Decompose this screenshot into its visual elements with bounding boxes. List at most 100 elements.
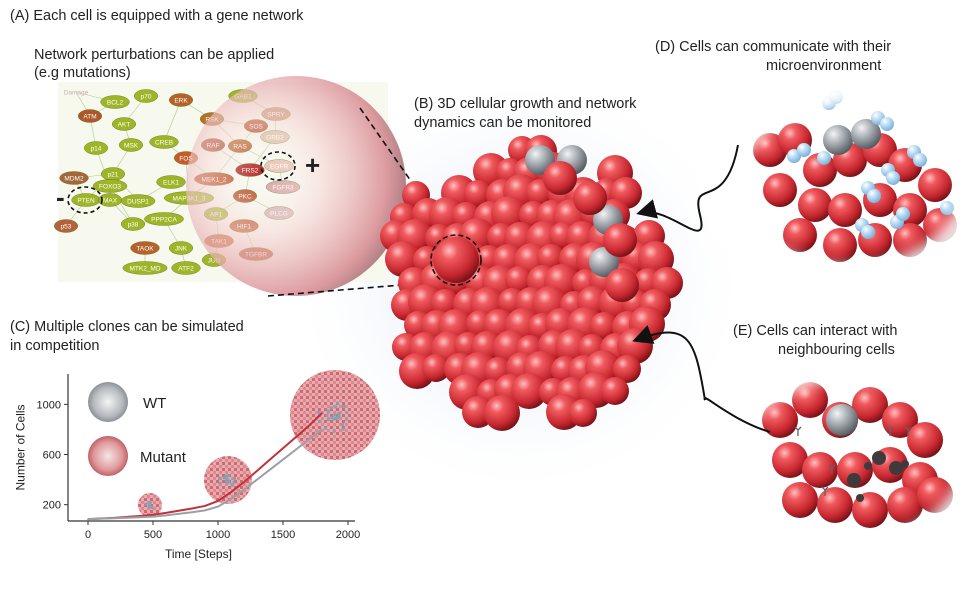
- svg-text:DUSP1: DUSP1: [127, 198, 149, 205]
- mutation-circle-pten: [67, 186, 103, 214]
- network-node: p38: [120, 217, 145, 231]
- panel-e-line-2: neighbouring cells: [778, 342, 895, 358]
- clone-snapshot: [204, 456, 252, 504]
- network-node: ELK1: [156, 175, 186, 189]
- network-node: p14: [83, 141, 108, 155]
- svg-text:MAX: MAX: [103, 197, 118, 204]
- data-point: [230, 491, 232, 493]
- data-point: [243, 481, 245, 483]
- data-point: [217, 505, 219, 508]
- svg-text:ERK: ERK: [174, 97, 188, 104]
- svg-text:JNK: JNK: [175, 245, 188, 252]
- y-tick-label: 600: [43, 450, 61, 462]
- data-point: [204, 505, 206, 507]
- data-point: [321, 428, 323, 431]
- network-node: p53: [54, 219, 79, 233]
- data-point: [282, 447, 284, 450]
- mutation-circle-egfr: [260, 151, 296, 181]
- data-point: [152, 515, 154, 518]
- red-cell: [852, 387, 888, 423]
- data-point: [139, 516, 141, 519]
- red-cell: [782, 482, 818, 518]
- plus-sign: +: [305, 150, 321, 180]
- svg-text:p38: p38: [128, 221, 139, 228]
- data-point: [308, 438, 310, 441]
- data-point: [87, 518, 89, 520]
- network-node: PPP2CA: [144, 212, 184, 226]
- particle: [861, 225, 875, 239]
- red-cell: [823, 228, 857, 262]
- svg-text:PTEN: PTEN: [77, 197, 95, 204]
- svg-text:MSK: MSK: [124, 142, 139, 149]
- red-cell: [601, 377, 629, 405]
- panel-c-line-1: (C) Multiple clones can be simulated: [10, 319, 244, 335]
- network-node: AKT: [111, 117, 136, 131]
- data-point: [256, 470, 258, 472]
- data-point: [204, 509, 206, 512]
- panel-c-line-2: in competition: [10, 338, 100, 354]
- svg-text:p21: p21: [108, 171, 119, 178]
- red-cell: [590, 312, 618, 340]
- red-cell: [484, 395, 520, 431]
- red-cell: [763, 173, 797, 207]
- data-point: [217, 500, 219, 502]
- particle: [940, 201, 954, 215]
- particle: [797, 143, 811, 157]
- red-cell: [837, 452, 873, 488]
- grey-cell: [823, 125, 853, 155]
- panel-d-line-2: microenvironment: [766, 58, 882, 74]
- red-cell: [613, 355, 641, 383]
- grey-cell: [826, 404, 858, 436]
- microenvironment-cluster: [700, 65, 965, 305]
- data-point: [191, 507, 193, 510]
- network-node: Damage: [64, 89, 89, 96]
- ligand: [864, 462, 872, 470]
- red-cell: [828, 193, 862, 227]
- red-cell: [605, 268, 639, 302]
- panel-a-subtitle-2: (e.g mutations): [34, 65, 131, 81]
- magnified-cell: [186, 76, 406, 296]
- data-point: [269, 468, 271, 471]
- ligand: [901, 460, 909, 468]
- particle: [867, 189, 881, 203]
- svg-text:ELK1: ELK1: [163, 179, 179, 186]
- network-node: p70: [133, 89, 158, 103]
- red-cell: [802, 452, 838, 488]
- ligand: [856, 494, 864, 502]
- panel-e-line-1: (E) Cells can interact with: [733, 323, 898, 339]
- particle: [896, 207, 910, 221]
- red-cell: [918, 168, 952, 202]
- network-node: MDM2: [59, 171, 89, 185]
- grey-cell: [851, 119, 881, 149]
- svg-text:TAOK: TAOK: [136, 245, 154, 252]
- legend-wt-label: WT: [143, 395, 167, 412]
- svg-text:BCL2: BCL2: [107, 99, 124, 106]
- legend-wt-swatch: [88, 382, 128, 422]
- network-node: ATM: [77, 109, 102, 123]
- neighbour-cluster: [700, 340, 965, 580]
- network-node: DUSP1: [120, 194, 156, 208]
- particle: [913, 153, 927, 167]
- svg-text:Damage: Damage: [64, 89, 89, 96]
- network-node: CREB: [149, 135, 179, 149]
- data-point: [321, 412, 323, 414]
- svg-text:MDM2: MDM2: [64, 175, 84, 182]
- svg-text:PPP2CA: PPP2CA: [151, 216, 177, 223]
- red-cell: [817, 487, 853, 523]
- series-line-wt: [87, 428, 323, 521]
- network-node: ERK: [168, 93, 193, 107]
- ligand: [847, 473, 861, 487]
- red-cell: [464, 180, 492, 208]
- svg-text:JUN: JUN: [208, 257, 221, 264]
- minus-sign: -: [56, 182, 65, 212]
- panel-d-line-1: (D) Cells can communicate with their: [655, 39, 892, 55]
- particle: [817, 151, 831, 165]
- clone-snapshot: [290, 370, 380, 460]
- data-point: [269, 458, 271, 461]
- network-node: MTK2_MD: [122, 261, 168, 275]
- particle: [886, 171, 900, 185]
- svg-text:p70: p70: [141, 93, 152, 100]
- red-cell: [783, 218, 817, 252]
- x-tick-label: 2000: [336, 529, 360, 541]
- data-point: [295, 448, 297, 451]
